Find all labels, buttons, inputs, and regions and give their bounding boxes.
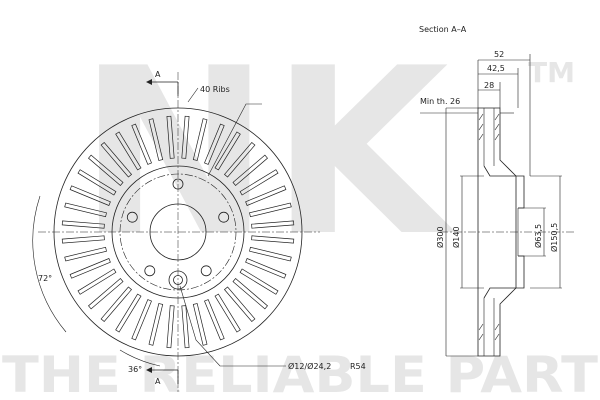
cooling-rib bbox=[251, 235, 295, 244]
angle-label-36: 36° bbox=[128, 365, 142, 374]
cooling-rib bbox=[61, 235, 105, 244]
cooling-rib bbox=[232, 154, 268, 186]
cooling-rib bbox=[166, 305, 175, 349]
bolt-hole bbox=[200, 265, 212, 277]
cooling-rib bbox=[245, 258, 287, 279]
dim-friction-diameter: Ø140 bbox=[451, 226, 461, 248]
bolt-pitch-circle bbox=[119, 173, 237, 291]
cooling-rib bbox=[232, 278, 268, 310]
cooling-rib bbox=[214, 293, 241, 333]
cooling-rib bbox=[181, 305, 190, 349]
cooling-rib bbox=[64, 246, 107, 262]
cooling-rib bbox=[224, 142, 256, 178]
dim-hub-diameter: Ø150,5 bbox=[549, 223, 559, 252]
section-arrowhead-bottom bbox=[146, 367, 152, 373]
cooling-rib bbox=[115, 293, 142, 333]
cooling-rib bbox=[245, 185, 287, 206]
cooling-rib bbox=[100, 286, 132, 322]
cooling-rib bbox=[249, 202, 292, 218]
cooling-rib bbox=[88, 278, 124, 310]
bolt-hole-callout-leader bbox=[179, 285, 286, 367]
cooling-rib bbox=[148, 118, 164, 161]
cooling-rib bbox=[249, 246, 292, 262]
bolt-hole bbox=[218, 211, 230, 223]
angle-arc-36 bbox=[119, 349, 161, 367]
angle-label-72: 72° bbox=[38, 274, 52, 283]
cooling-rib bbox=[64, 202, 107, 218]
cooling-rib bbox=[251, 220, 295, 229]
cooling-rib bbox=[61, 220, 105, 229]
hub-hat-top bbox=[483, 165, 525, 209]
front-view: A A 40 Ribs 72° 36° Ø12/Ø24,2 R54 bbox=[32, 70, 366, 392]
cooling-rib bbox=[69, 185, 111, 206]
watermark-trademark: TM bbox=[528, 56, 575, 89]
angle-arc-72 bbox=[32, 195, 67, 333]
centre-bore bbox=[149, 203, 207, 261]
cooling-rib bbox=[69, 258, 111, 279]
cooling-rib bbox=[239, 268, 279, 295]
dim-overall-height: 52 bbox=[494, 50, 504, 59]
dim-disc-thickness: 28 bbox=[484, 81, 494, 90]
cooling-rib bbox=[214, 131, 241, 171]
counterbore-inner bbox=[173, 275, 183, 285]
cooling-rib bbox=[224, 286, 256, 322]
ribs-label: 40 Ribs bbox=[200, 85, 230, 94]
hub-hat-bottom bbox=[483, 255, 525, 299]
section-marker-top: A bbox=[155, 70, 161, 79]
cooling-ribs bbox=[61, 115, 295, 349]
counterbore-hole bbox=[168, 270, 188, 290]
watermark-logo: NK bbox=[78, 20, 456, 287]
bolt-hole bbox=[172, 178, 184, 190]
watermark: NK TM THE RELIABLE PART bbox=[2, 20, 598, 400]
cooling-rib bbox=[131, 299, 152, 341]
dim-centre-bore: Ø63,5 bbox=[533, 224, 543, 248]
dim-outer-diameter: Ø300 bbox=[435, 226, 445, 248]
min-thickness-label: Min th. 26 bbox=[420, 97, 460, 106]
bolt-hole bbox=[126, 211, 138, 223]
hub-outer-edge bbox=[111, 165, 245, 299]
cooling-rib bbox=[148, 303, 164, 346]
bolt-hole-leader-top bbox=[207, 103, 262, 177]
cooling-rib bbox=[166, 115, 175, 159]
cooling-rib bbox=[77, 268, 117, 295]
dim-hub-height: 42,5 bbox=[487, 64, 505, 73]
section-view: Section A–A bbox=[419, 25, 576, 357]
ribs-leader bbox=[187, 87, 199, 103]
section-marker-bottom: A bbox=[155, 377, 161, 386]
section-hatching bbox=[478, 113, 500, 341]
cooling-rib bbox=[192, 118, 208, 161]
cooling-rib bbox=[192, 303, 208, 346]
cooling-rib bbox=[239, 169, 279, 196]
bolt-hole bbox=[144, 265, 156, 277]
cooling-rib bbox=[88, 154, 124, 186]
cooling-rib bbox=[115, 131, 142, 171]
bolt-hole-label: Ø12/Ø24,2 bbox=[288, 361, 331, 371]
cooling-rib bbox=[181, 115, 190, 159]
pitch-radius-label: R54 bbox=[350, 362, 366, 371]
cooling-rib bbox=[204, 123, 225, 165]
cooling-rib bbox=[131, 123, 152, 165]
cooling-rib bbox=[77, 169, 117, 196]
section-arrowhead-top bbox=[146, 79, 152, 85]
watermark-tagline: THE RELIABLE PART bbox=[2, 346, 598, 400]
bolt-holes bbox=[126, 178, 230, 290]
section-title: Section A–A bbox=[419, 25, 467, 34]
cooling-rib bbox=[100, 142, 132, 178]
disc-outer-edge bbox=[53, 107, 303, 357]
cooling-rib bbox=[204, 299, 225, 341]
